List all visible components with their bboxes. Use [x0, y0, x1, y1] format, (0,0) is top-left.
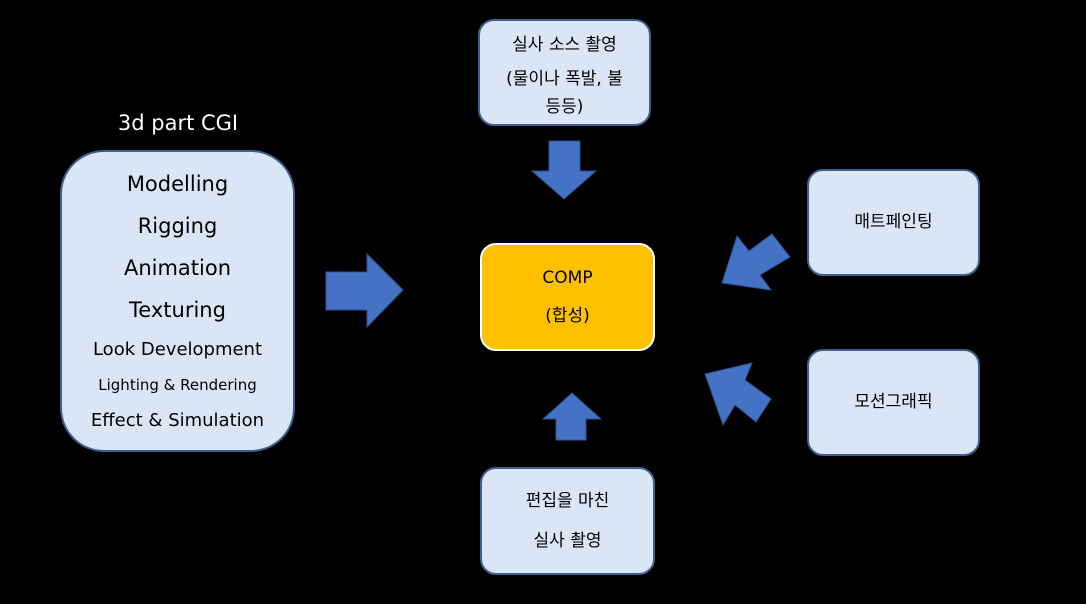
cgi-item-rigging: Rigging — [137, 213, 218, 238]
comp-box: COMP (합성) — [480, 243, 655, 351]
edited-footage-line-1: 편집을 마친 — [525, 491, 610, 511]
motion-graphics-box: 모션그래픽 — [807, 349, 980, 456]
cgi-item-animation: Animation — [123, 255, 232, 280]
cgi-item-modelling: Modelling — [126, 171, 229, 196]
cgi-item-effect-simulation: Effect & Simulation — [90, 409, 265, 431]
arrow-up-icon — [541, 392, 603, 441]
arrow-down-icon — [530, 140, 598, 200]
cgi-group-title: 3d part CGI — [117, 111, 239, 135]
comp-subtitle: (합성) — [545, 306, 590, 326]
live-source-line-3: 등등) — [545, 96, 584, 117]
live-source-line-1: 실사 소스 촬영 — [512, 34, 617, 55]
comp-title: COMP — [542, 268, 593, 288]
arrow-diagonal-up-left-icon — [704, 362, 772, 427]
cgi-process-box: Modelling Rigging Animation Texturing Lo… — [60, 150, 295, 452]
arrow-right-icon — [325, 252, 404, 329]
arrow-diagonal-down-left-icon — [721, 233, 791, 291]
cgi-item-lighting-rendering: Lighting & Rendering — [98, 375, 257, 394]
edited-footage-box: 편집을 마친 실사 촬영 — [480, 467, 655, 575]
cgi-item-look-development: Look Development — [92, 338, 263, 360]
live-source-line-2: (물이나 폭발, 불 — [506, 68, 623, 89]
matte-painting-label: 매트페인팅 — [854, 211, 933, 232]
edited-footage-line-2: 실사 촬영 — [533, 531, 602, 551]
live-source-box: 실사 소스 촬영 (물이나 폭발, 불 등등) — [478, 19, 651, 126]
cgi-item-texturing: Texturing — [129, 297, 226, 322]
motion-graphics-label: 모션그래픽 — [854, 391, 933, 412]
matte-painting-box: 매트페인팅 — [807, 169, 980, 276]
